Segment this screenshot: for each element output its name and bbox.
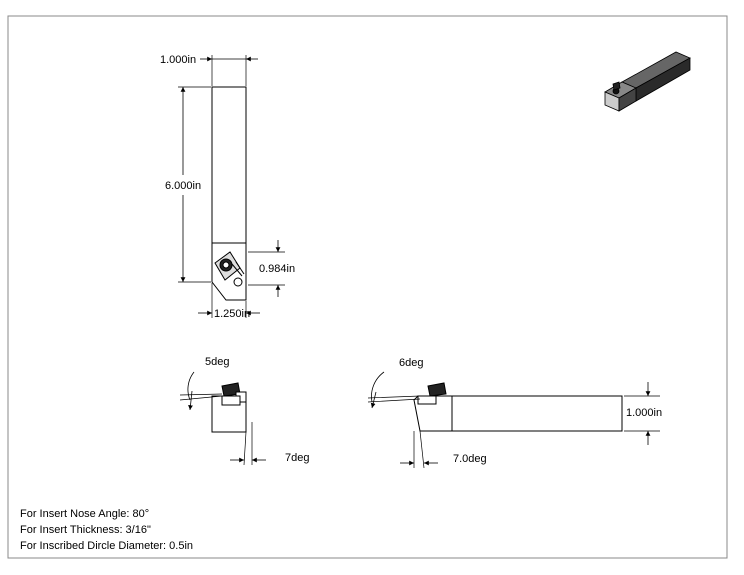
shank-outline xyxy=(211,86,247,244)
note-insert-thickness: For Insert Thickness: 3/16" xyxy=(20,524,151,536)
dim-side-relief-angle: 6deg xyxy=(399,357,423,369)
end-view xyxy=(179,371,266,466)
note-inscribed-circle: For Inscribed Dircle Diameter: 0.5in xyxy=(20,540,194,552)
note-nose-angle: For Insert Nose Angle: 80° xyxy=(20,508,150,520)
dim-head-width: 1.250in xyxy=(214,308,250,320)
dim-side-clearance-angle: 7deg xyxy=(285,452,309,464)
side-insert xyxy=(427,382,447,397)
dim-head-height: 0.984in xyxy=(259,263,295,275)
dim-side-clearance-angle-2: 7.0deg xyxy=(453,453,487,465)
dim-side-view-height: 1.000in xyxy=(626,407,662,419)
dim-overall-length: 6.000in xyxy=(165,180,201,192)
side-body xyxy=(413,395,623,432)
side-view xyxy=(367,371,660,469)
dim-shank-width: 1.000in xyxy=(160,54,196,66)
dim-end-relief-angle: 5deg xyxy=(205,356,229,368)
iso-view xyxy=(604,51,691,112)
top-view xyxy=(178,55,285,318)
pin-screw xyxy=(233,277,243,287)
